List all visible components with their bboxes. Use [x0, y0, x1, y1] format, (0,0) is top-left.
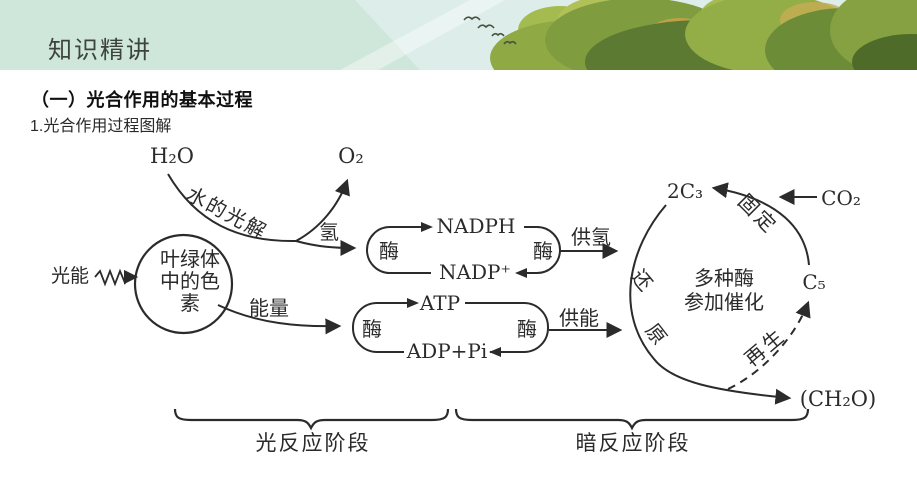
label-fixation: 固定: [733, 189, 782, 238]
label-enzyme-4: 酶: [517, 317, 537, 341]
label-light-energy: 光能: [51, 265, 89, 287]
label-water-photolysis: 水的光解: [183, 182, 272, 245]
label-enzyme-1: 酶: [379, 239, 399, 263]
bird-icon: [463, 16, 481, 21]
label-multi-enzyme-line1: 多种酶: [694, 266, 754, 290]
chloroplast-circle: [133, 233, 234, 335]
label-atp: ATP: [419, 291, 460, 315]
label-ch2o: (CH₂O): [800, 387, 876, 411]
label-chloroplast-line3: 素: [180, 291, 200, 315]
label-reduction-char2: 原: [640, 319, 671, 350]
section-subtitle: 1.光合作用过程图解: [30, 118, 172, 135]
label-o2: O₂: [338, 144, 364, 168]
energy-curve-arrow: [217, 304, 342, 335]
label-nadp-plus: NADP⁺: [439, 260, 511, 284]
label-co2: CO₂: [821, 186, 861, 210]
to-nadp-arrowhead: [515, 268, 527, 278]
label-hydrogen: 氢: [319, 220, 339, 244]
cycle-arrowheads: [407, 222, 527, 357]
label-chloroplast-line1: 叶绿体: [160, 247, 220, 271]
hydrogen-arrow: [295, 239, 357, 256]
label-c5: C₅: [802, 270, 825, 294]
reduction-arc: [629, 204, 792, 405]
label-2c3: 2C₃: [667, 179, 703, 203]
label-nadph: NADPH: [437, 214, 516, 238]
bird-icon: [503, 40, 517, 45]
label-chloroplast-line2: 中的色: [160, 269, 220, 293]
label-adp-pi: ADP+Pi: [406, 339, 488, 363]
photosynthesis-diagram: H₂O O₂ 水的光解 光能 叶绿体 中的色 素 氢 能量 酶 酶 NADPH …: [51, 144, 876, 455]
banner-title: 知识精讲: [48, 37, 152, 64]
to-atp-arrowhead: [407, 298, 419, 308]
bird-icon: [477, 24, 495, 29]
label-light-stage: 光反应阶段: [256, 431, 371, 455]
light-stage-brace: [173, 408, 450, 431]
water-photolysis-curve: [167, 173, 297, 243]
light-energy-zigzag-arrow: [94, 268, 139, 287]
label-multi-enzyme-line2: 参加催化: [684, 290, 764, 314]
tree-blob: [852, 34, 917, 70]
to-nadph-arrowhead: [421, 222, 433, 232]
regeneration-dashed-arc: [727, 300, 811, 390]
label-enzyme-2: 酶: [533, 239, 553, 263]
label-enzyme-3: 酶: [362, 317, 382, 341]
oxygen-arrow: [295, 178, 350, 242]
text-knockouts: [404, 216, 524, 363]
birds-illustration: [463, 16, 517, 45]
label-supply-hydrogen: 供氢: [571, 225, 611, 249]
fixation-arc: [711, 182, 810, 266]
header-banner: [0, 0, 917, 70]
label-dark-stage: 暗反应阶段: [576, 431, 691, 455]
section-title: （一）光合作用的基本过程: [31, 90, 253, 110]
bird-icon: [491, 32, 505, 37]
label-supply-energy: 供能: [559, 306, 599, 330]
label-h2o: H₂O: [150, 144, 194, 168]
dark-stage-brace: [454, 408, 810, 431]
banner-swoosh: [340, 0, 505, 70]
tree-canopy-illustration: [490, 0, 917, 70]
to-adp-arrowhead: [489, 347, 501, 357]
label-energy: 能量: [249, 296, 289, 320]
